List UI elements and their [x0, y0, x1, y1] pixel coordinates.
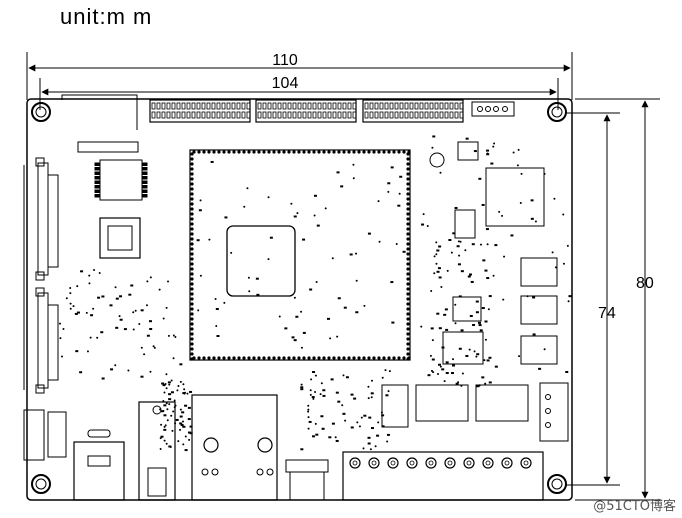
left-ffc-connector-upper	[35, 157, 59, 281]
dimension-74	[565, 112, 620, 486]
dimension-110	[26, 52, 573, 100]
inductors	[520, 257, 558, 365]
small-header-top-right	[471, 101, 515, 117]
bottom-left-connector	[23, 409, 67, 461]
mounting-holes	[31, 102, 567, 494]
bottom-terminal-block	[342, 451, 544, 501]
dimension-104	[39, 78, 559, 110]
mounting-hole-bottom-right	[547, 474, 567, 494]
bottom-ffc-connector	[285, 459, 329, 501]
main-chip	[226, 225, 296, 297]
bottom-rj45	[191, 394, 278, 501]
bottom-usb-connector	[73, 429, 125, 501]
top-header-right	[362, 99, 464, 123]
unit-label: unit:m m	[60, 4, 153, 29]
mounting-hole-top-right	[547, 102, 567, 122]
mounting-hole-top-left	[31, 102, 51, 122]
ic-qfp-left	[99, 217, 141, 259]
smd-components	[59, 135, 572, 452]
bottom-barrel-jack	[138, 401, 176, 501]
dimension-80-label: 80	[636, 275, 654, 292]
pcb-outline	[26, 98, 573, 501]
right-ic-group	[429, 141, 545, 239]
dimension-104-label: 104	[272, 75, 299, 92]
dimension-110-label: 110	[272, 52, 298, 69]
mounting-hole-bottom-left	[31, 474, 51, 494]
mid-right-ics	[442, 296, 569, 442]
watermark: @51CTO博客	[593, 499, 676, 514]
top-header-left	[149, 99, 251, 123]
ic-sop-left	[94, 159, 148, 201]
dimension-80	[575, 98, 660, 501]
core-module	[189, 149, 411, 361]
dimension-74-label: 74	[598, 305, 616, 322]
top-header-middle	[255, 99, 357, 123]
top-left-bracket	[61, 94, 139, 153]
left-ffc-connector-lower	[35, 287, 59, 394]
bottom-relays	[381, 384, 529, 428]
